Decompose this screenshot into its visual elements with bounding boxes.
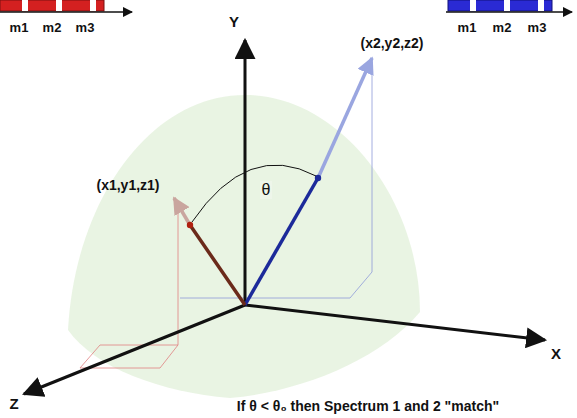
red-spectrum xyxy=(0,0,132,12)
blue-spectrum xyxy=(446,0,572,12)
z-axis xyxy=(24,305,245,394)
vector-1-point xyxy=(187,222,193,228)
spectrum-axis xyxy=(446,11,572,13)
vector-2-extension xyxy=(318,58,372,178)
spectrum-channel: m2 xyxy=(493,21,512,35)
coordinate-label: (x1,y1,z1) xyxy=(96,178,159,193)
angle-label: θ xyxy=(260,181,273,199)
vector-1 xyxy=(190,225,245,305)
blue-bars xyxy=(448,0,552,11)
red-projection xyxy=(80,204,178,368)
axis-label: Y xyxy=(229,14,239,31)
bar-gap xyxy=(538,0,544,11)
caption: If θ < θ₀ then Spectrum 1 and 2 "match" xyxy=(237,399,499,414)
bar-gap xyxy=(90,0,96,11)
coordinate-label: (x2,y2,z2) xyxy=(360,36,423,51)
bar-gap xyxy=(470,0,476,11)
spectrum-channel: m3 xyxy=(528,21,547,35)
bar-gap xyxy=(504,0,510,11)
axis-label: Z xyxy=(9,396,18,413)
red-bars xyxy=(0,0,104,11)
x-axis xyxy=(245,305,545,340)
vector-1-extension xyxy=(174,198,190,225)
angle-arc xyxy=(192,165,316,222)
spectrum-channel: m1 xyxy=(458,21,477,35)
projection-lines xyxy=(80,62,372,368)
vector-2 xyxy=(245,178,318,305)
spectrum-channel: m1 xyxy=(10,21,29,35)
bar-gap xyxy=(56,0,62,11)
spectrum-channel: m3 xyxy=(76,21,95,35)
bar-gap xyxy=(22,0,28,11)
blue-projection xyxy=(180,62,372,298)
spectrum-channel: m2 xyxy=(43,21,62,35)
axis-label: X xyxy=(551,346,561,363)
spectrum-axis xyxy=(0,11,132,13)
